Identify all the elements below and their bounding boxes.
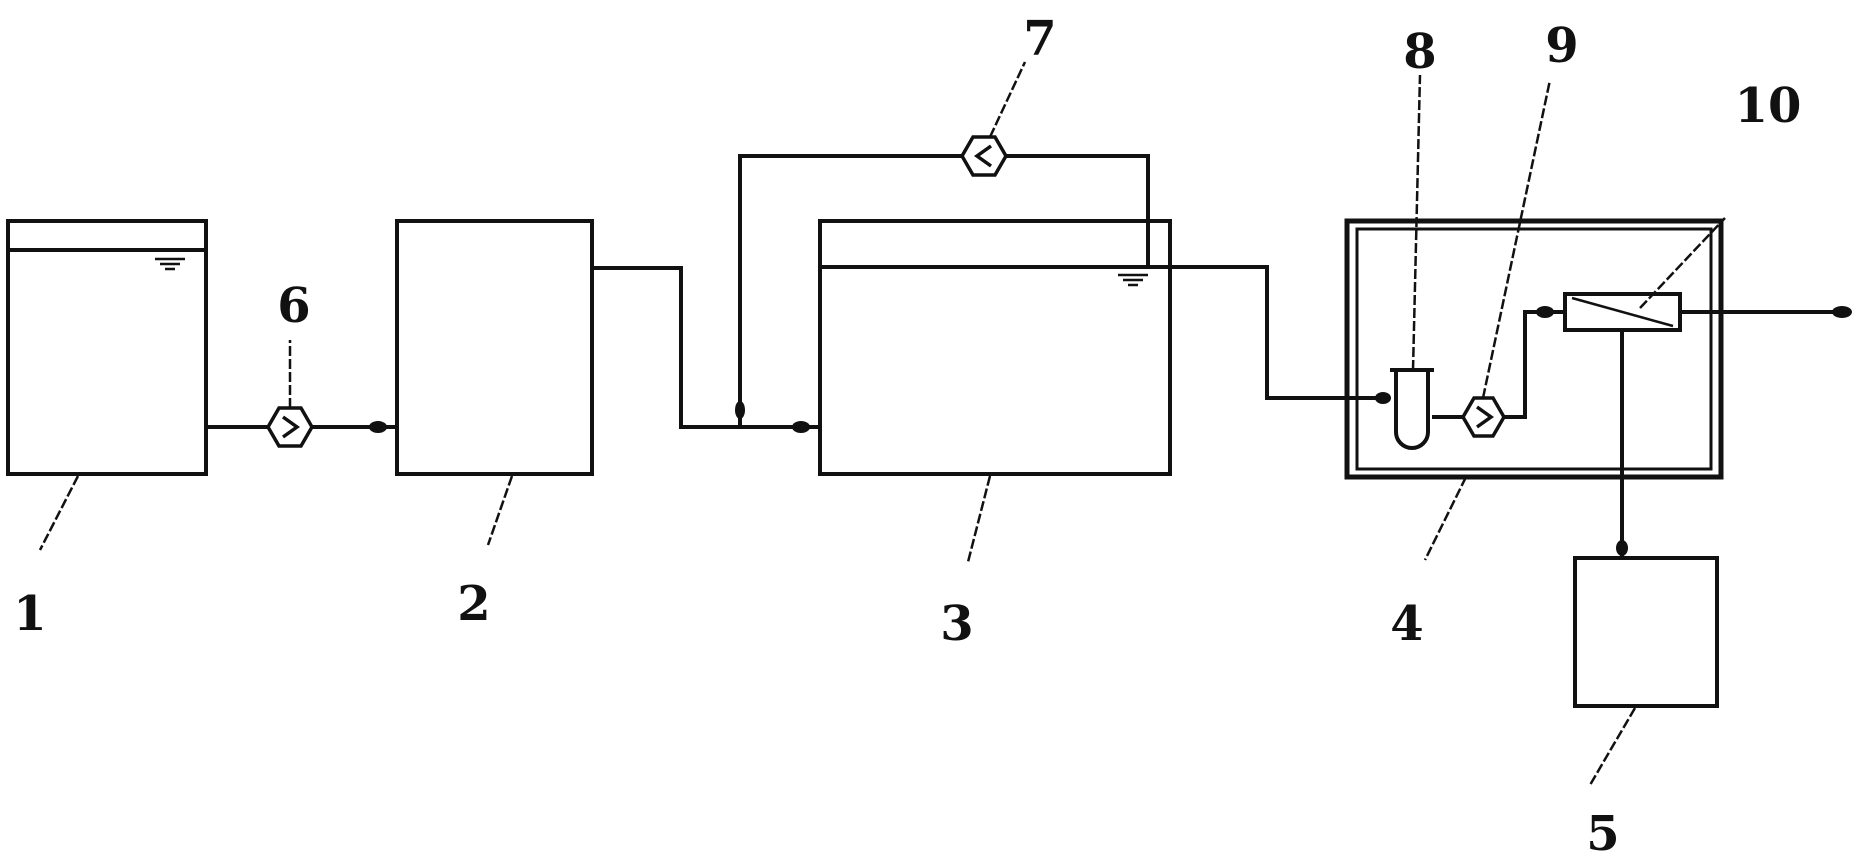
pipe-joint xyxy=(1616,540,1628,556)
pipe-joint xyxy=(1375,392,1391,404)
label-9: 9 xyxy=(1545,18,1578,74)
pipe-2-to-3 xyxy=(592,266,820,429)
leader-line-8 xyxy=(1411,74,1422,371)
pipe-joint xyxy=(369,421,387,433)
label-1: 1 xyxy=(13,586,46,642)
label-5: 5 xyxy=(1586,806,1619,857)
leader-line-7 xyxy=(988,61,1027,138)
tank-2 xyxy=(395,219,594,476)
label-10: 10 xyxy=(1735,78,1802,134)
leader-line-9 xyxy=(1481,79,1552,399)
label-6: 6 xyxy=(277,278,310,334)
leader-line-5 xyxy=(1588,707,1637,786)
tank-1 xyxy=(6,219,208,476)
label-8: 8 xyxy=(1403,24,1436,80)
leader-line-3 xyxy=(966,475,992,563)
label-3: 3 xyxy=(940,596,973,652)
pipe-joint xyxy=(792,421,810,433)
recirculation-pipe xyxy=(738,154,1150,427)
leader-line-10 xyxy=(1639,217,1726,309)
enclosure-4 xyxy=(1344,218,1724,480)
water-level-symbol xyxy=(1118,273,1148,287)
pump-9-icon xyxy=(1460,396,1507,438)
label-2: 2 xyxy=(457,576,490,632)
label-4: 4 xyxy=(1390,596,1423,652)
vessel-8-icon xyxy=(1390,368,1434,450)
pipe-joint xyxy=(1536,306,1554,318)
label-7: 7 xyxy=(1023,11,1056,67)
leader-line-2 xyxy=(486,475,514,546)
tank-5 xyxy=(1573,556,1719,708)
pipe-3-to-4 xyxy=(1170,265,1390,400)
tank-3 xyxy=(818,219,1172,476)
pump-6-icon xyxy=(265,406,315,448)
water-level-symbol xyxy=(155,257,185,271)
pipe-9-to-10 xyxy=(1502,310,1565,419)
leader-line-4 xyxy=(1423,476,1468,561)
membrane-10-icon xyxy=(1563,292,1682,332)
pipe-joint xyxy=(1832,306,1852,318)
pipe-joint xyxy=(735,401,745,419)
leader-line-1 xyxy=(38,475,80,551)
pump-7-icon xyxy=(959,135,1009,177)
